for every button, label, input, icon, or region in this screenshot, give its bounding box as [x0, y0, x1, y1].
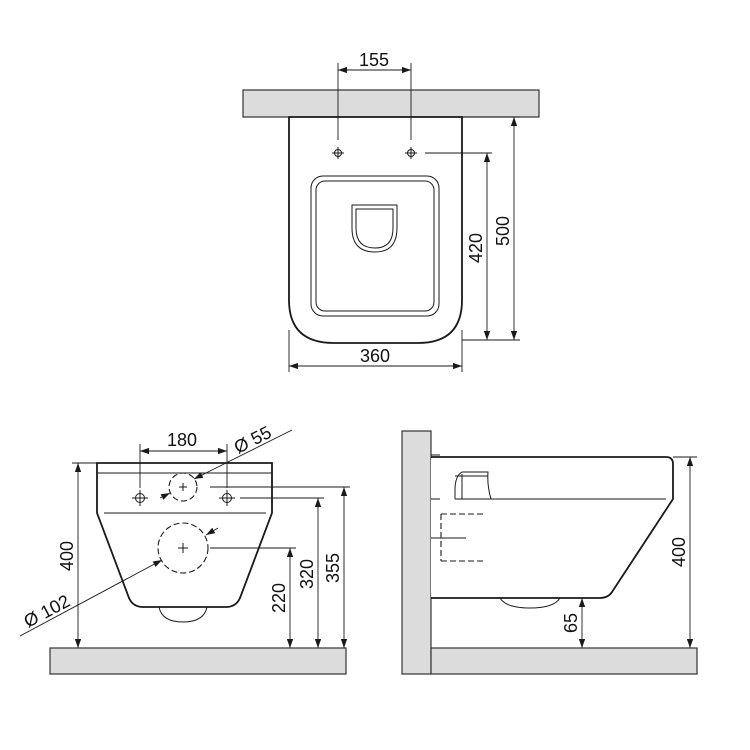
dim-top-bolt-spacing: 155	[359, 50, 389, 70]
side-view-inlet	[440, 513, 486, 562]
top-view-bolt-right	[405, 147, 417, 159]
dim-side-height: 400	[669, 537, 689, 567]
side-view-bowl-outline	[431, 456, 674, 599]
top-view-wall	[242, 89, 540, 118]
side-view-seat	[454, 471, 666, 500]
side-view-wall	[401, 430, 432, 675]
top-view-seat-inner	[315, 180, 435, 312]
front-view-bowl-outline	[96, 462, 273, 608]
top-view-seat-outer	[310, 175, 440, 317]
dim-top-depth: 500	[493, 216, 513, 246]
front-view-floor	[49, 647, 347, 675]
top-view-flush-hole-inner	[355, 208, 394, 249]
front-view: 180 Ø 55 Ø 102 400 220 320 355	[19, 422, 350, 675]
top-view-flush-hole	[351, 204, 398, 253]
dim-top-width: 360	[360, 346, 390, 366]
side-view-floor	[430, 647, 698, 675]
dim-front-bolt-spacing: 180	[167, 430, 197, 450]
front-view-small-hole	[168, 472, 198, 502]
front-view-large-hole	[157, 522, 209, 574]
top-view-bowl-outline	[288, 116, 463, 344]
dim-front-bolt-height: 320	[297, 559, 317, 589]
dim-front-top-hole-height: 355	[323, 553, 343, 583]
dim-front-large-hole-dia: Ø 102	[20, 591, 73, 632]
dim-front-height: 400	[57, 541, 77, 571]
side-view: 400 65	[401, 430, 698, 675]
front-view-bowl-bottom	[158, 606, 208, 623]
dim-top-depth-inner: 420	[466, 233, 486, 263]
dim-side-bottom-height: 65	[561, 613, 581, 633]
side-view-bowl-bottom	[499, 597, 561, 609]
dim-front-inlet-height: 220	[269, 583, 289, 613]
front-view-bolt-right	[219, 490, 235, 506]
dim-front-small-hole-dia: Ø 55	[231, 422, 275, 458]
top-view: 155 420 500 360	[242, 50, 540, 372]
front-view-bolt-left	[132, 490, 148, 506]
top-view-bolt-left	[332, 147, 344, 159]
